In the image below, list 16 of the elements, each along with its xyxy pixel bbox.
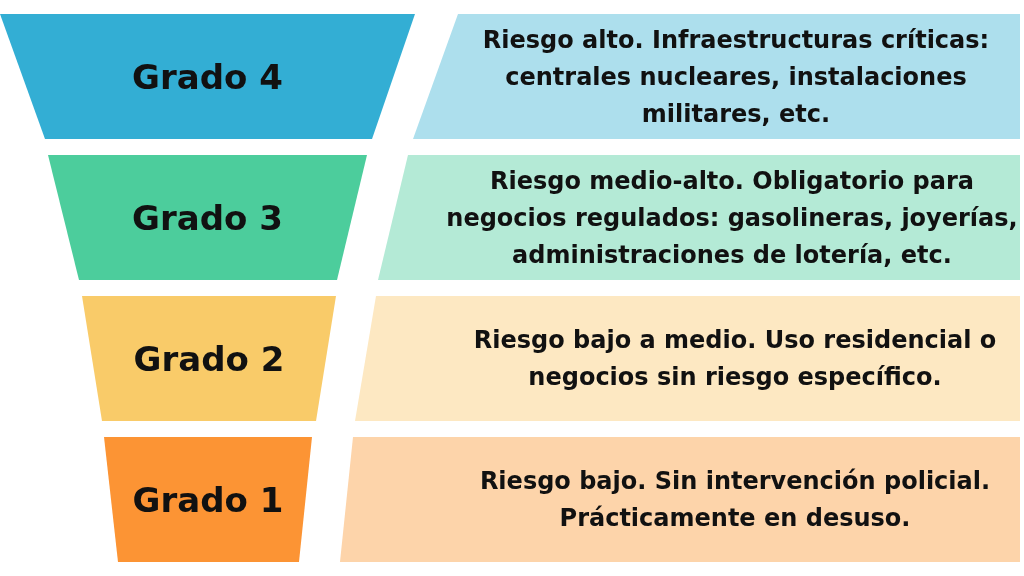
description-band <box>355 296 1020 421</box>
funnel-segment <box>82 296 336 421</box>
grade-label: Grado 2 <box>133 338 285 379</box>
funnel-segment <box>0 14 415 139</box>
description-band <box>413 14 1020 139</box>
grade-label: Grado 1 <box>132 479 284 520</box>
description-band <box>378 155 1020 280</box>
description-text: Riesgo alto. Infraestructuras críticas: centrales nucleares, instalaciones militares, etc. <box>481 24 991 129</box>
grade-label: Grado 4 <box>132 56 283 97</box>
description-text: Riesgo bajo. Sin intervención policial. Prácticamente en desuso. <box>478 465 992 534</box>
funnel-segment <box>48 155 367 280</box>
description-band <box>340 437 1020 562</box>
description-text: Riesgo medio-alto. Obligatorio para negocios regulados: gasolineras, joyerías, administraciones de lotería, etc. <box>445 165 1019 270</box>
description-text: Riesgo bajo a medio. Uso residencial o negocios sin riesgo específico. <box>472 324 998 393</box>
funnel-segment <box>104 437 312 562</box>
grade-label: Grado 3 <box>132 197 283 238</box>
